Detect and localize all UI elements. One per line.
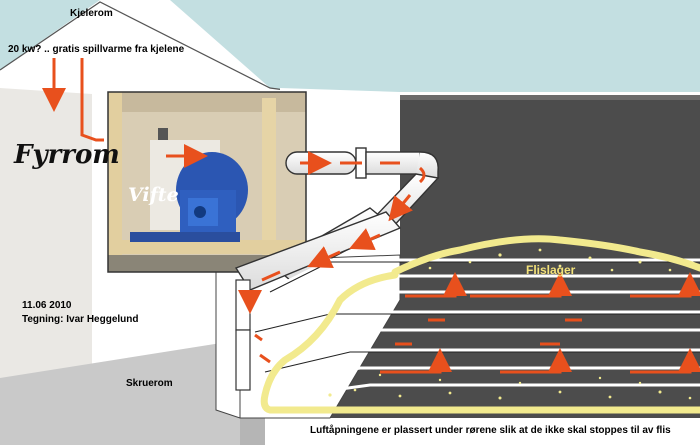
fan-room-photo <box>107 91 307 273</box>
skruerom-floor <box>0 340 240 445</box>
skruerom-label: Skruerom <box>126 378 173 389</box>
flislager-label: Flislager <box>526 263 576 277</box>
fyrrom-label: Fyrrom <box>14 140 120 170</box>
drawing-credit: Tegning: Ivar Heggelund <box>22 314 139 325</box>
heat-source-label: 20 kw? .. gratis spillvarme fra kjelene <box>8 44 185 55</box>
fyrrom-wall <box>0 88 92 445</box>
footer-note: Luftåpningene er plassert under rørene s… <box>310 425 671 436</box>
date-label: 11.06 2010 <box>22 300 72 311</box>
kjelerom-label: Kjelerom <box>70 8 113 19</box>
vifte-label: Vifte <box>128 184 179 206</box>
airflow-arrows <box>42 58 700 374</box>
wood-chip-pile <box>260 235 700 414</box>
